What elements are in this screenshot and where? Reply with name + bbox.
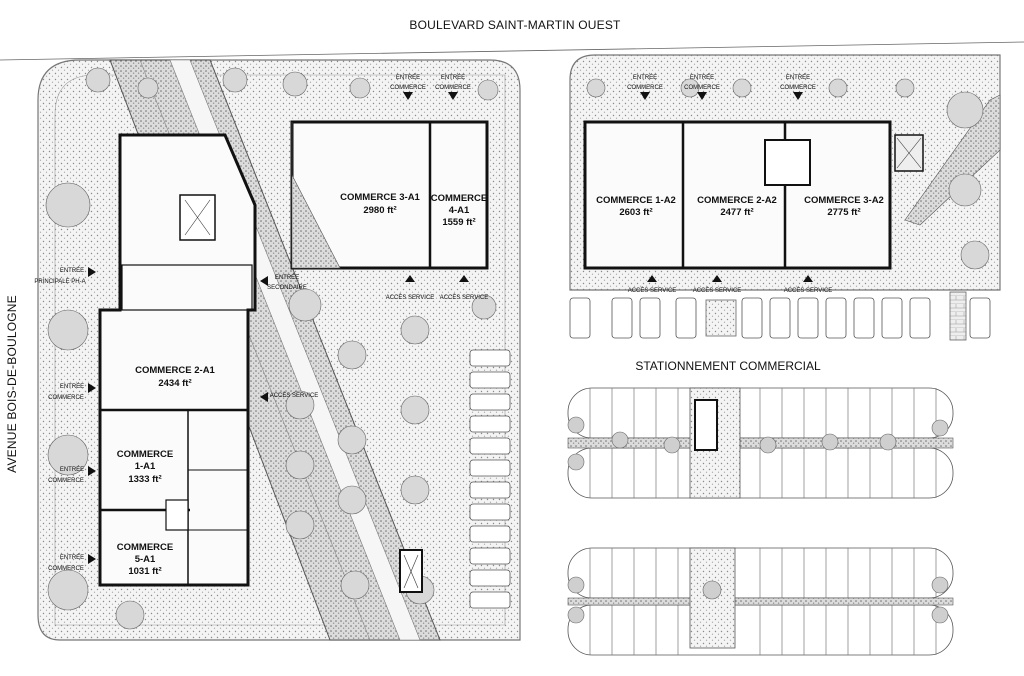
svg-text:COMMERCE: COMMERCE — [780, 85, 816, 91]
unit-area: 1333 ft² — [128, 474, 161, 485]
unit-commerce-2-a2: COMMERCE 2-A2 2477 ft² — [697, 195, 777, 218]
svg-text:COMMERCE: COMMERCE — [48, 395, 84, 401]
svg-text:COMMERCE: COMMERCE — [627, 85, 663, 91]
service-access-label: ACCÈS SERVICE — [440, 294, 489, 301]
entrance-label-secondary: ENTRÉE SECONDAIRE — [267, 274, 307, 291]
unit-commerce-2-a1: COMMERCE 2-A1 2434 ft² — [135, 365, 215, 389]
unit-area: 2603 ft² — [619, 207, 652, 218]
service-access-label: ACCÈS SERVICE — [784, 287, 833, 294]
unit-name: COMMERCE — [117, 542, 173, 553]
unit-area: 2477 ft² — [720, 207, 753, 218]
unit-area: 2980 ft² — [363, 205, 396, 216]
site-right — [567, 54, 1001, 656]
unit-area: 2775 ft² — [827, 207, 860, 218]
entrance-label: ENTRÉE COMMERCE — [48, 383, 84, 401]
entrance-label: ENTRÉE COMMERCE — [684, 74, 720, 91]
tree-row — [45, 67, 499, 630]
entrance-label: ENTRÉE COMMERCE — [48, 466, 84, 484]
site-left — [37, 59, 521, 641]
unit-name: COMMERCE 2-A1 — [135, 365, 215, 376]
unit-name: COMMERCE 3-A2 — [804, 195, 884, 206]
svg-text:ENTRÉE: ENTRÉE — [60, 267, 84, 274]
unit-commerce-4-a1: COMMERCE 4-A1 1559 ft² — [431, 193, 487, 228]
unit-area: 1031 ft² — [128, 566, 161, 577]
unit-name: COMMERCE 2-A2 — [697, 195, 777, 206]
unit-name-line2: 4-A1 — [449, 205, 470, 216]
entrance-label: ENTRÉE COMMERCE — [435, 74, 471, 91]
unit-name-line2: 5-A1 — [135, 554, 156, 565]
parking-label: STATIONNEMENT COMMERCIAL — [635, 359, 821, 373]
unit-name-line2: 1-A1 — [135, 461, 156, 472]
unit-name: COMMERCE 1-A2 — [596, 195, 676, 206]
entrance-arrows — [88, 92, 813, 564]
svg-text:COMMERCE: COMMERCE — [48, 566, 84, 572]
svg-text:ENTRÉE: ENTRÉE — [60, 466, 84, 473]
unit-commerce-3-a2: COMMERCE 3-A2 2775 ft² — [804, 195, 884, 218]
svg-text:ENTRÉE: ENTRÉE — [60, 383, 84, 390]
svg-text:PRINCIPALE PH-A: PRINCIPALE PH-A — [34, 279, 85, 285]
svg-text:ENTRÉE: ENTRÉE — [690, 74, 714, 81]
svg-text:ENTRÉE: ENTRÉE — [60, 554, 84, 561]
svg-text:ENTRÉE: ENTRÉE — [633, 74, 657, 81]
unit-commerce-1-a2: COMMERCE 1-A2 2603 ft² — [596, 195, 676, 218]
unit-name: COMMERCE 3-A1 — [340, 192, 420, 203]
svg-text:COMMERCE: COMMERCE — [684, 85, 720, 91]
entrance-label: ENTRÉE COMMERCE — [627, 74, 663, 91]
svg-text:ENTRÉE: ENTRÉE — [441, 74, 465, 81]
unit-area: 1559 ft² — [442, 217, 475, 228]
unit-area: 2434 ft² — [158, 378, 191, 389]
service-access-label: ACCÈS SERVICE — [270, 392, 319, 399]
service-access-label: ACCÈS SERVICE — [693, 287, 742, 294]
unit-commerce-3-a1: COMMERCE 3-A1 2980 ft² — [340, 192, 420, 216]
svg-text:COMMERCE: COMMERCE — [48, 478, 84, 484]
svg-text:COMMERCE: COMMERCE — [390, 85, 426, 91]
unit-name: COMMERCE — [117, 449, 173, 460]
svg-text:ENTRÉE: ENTRÉE — [786, 74, 810, 81]
entrance-label: ENTRÉE COMMERCE — [780, 74, 816, 91]
unit-commerce-1-a1: COMMERCE 1-A1 1333 ft² — [117, 449, 173, 485]
service-access-label: ACCÈS SERVICE — [386, 294, 435, 301]
unit-commerce-5-a1: COMMERCE 5-A1 1031 ft² — [117, 542, 173, 577]
unit-name: COMMERCE — [431, 193, 487, 204]
entrance-label: ENTRÉE COMMERCE — [48, 554, 84, 572]
street-label-west: AVENUE BOIS-DE-BOULOGNE — [5, 295, 19, 473]
svg-text:SECONDAIRE: SECONDAIRE — [267, 285, 307, 291]
service-access-label: ACCÈS SERVICE — [628, 287, 677, 294]
svg-text:COMMERCE: COMMERCE — [435, 85, 471, 91]
svg-text:ENTRÉE: ENTRÉE — [396, 74, 420, 81]
entrance-label-main: ENTRÉE PRINCIPALE PH-A — [34, 267, 85, 285]
street-label-north: BOULEVARD SAINT-MARTIN OUEST — [409, 18, 621, 32]
svg-text:ENTRÉE: ENTRÉE — [275, 274, 299, 281]
entrance-label: ENTRÉE COMMERCE — [390, 74, 426, 91]
